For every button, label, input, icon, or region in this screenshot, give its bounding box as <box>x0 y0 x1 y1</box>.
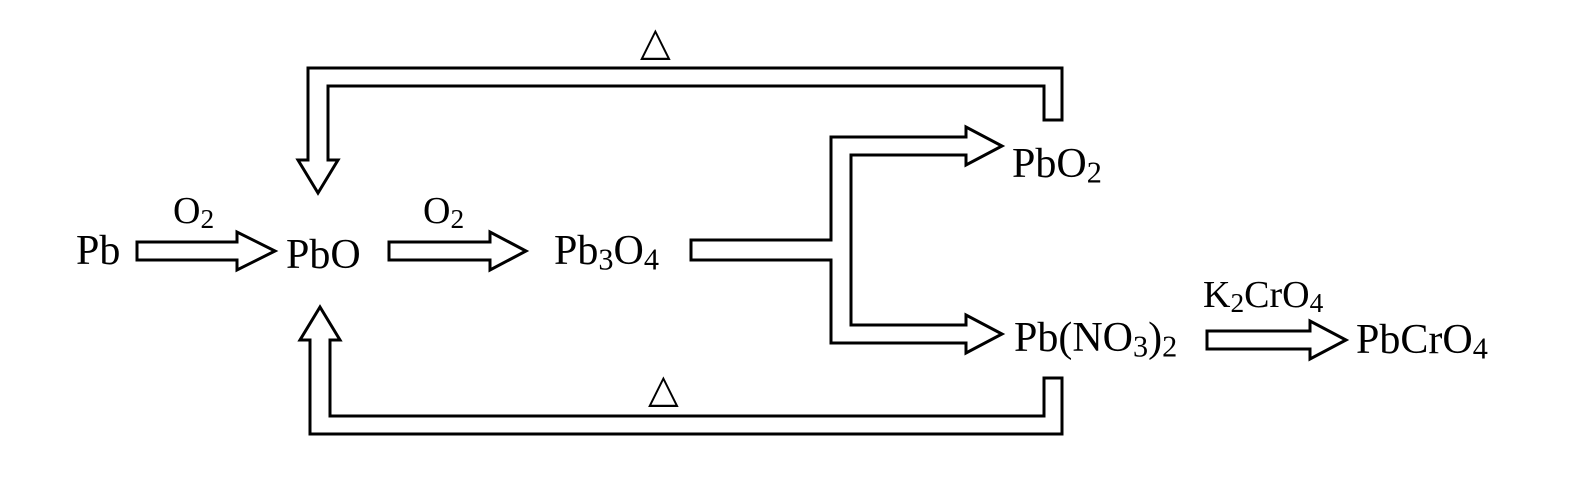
species-pb-no3-2: Pb(NO3)2 <box>1014 315 1178 364</box>
species-pb3o4: Pb3O4 <box>554 228 659 277</box>
condition-o2-first: O2 <box>173 190 215 234</box>
species-pbcro4: PbCrO4 <box>1356 317 1488 366</box>
heat-triangle-bottom-icon: △ <box>648 366 679 412</box>
species-pbo2: PbO2 <box>1012 141 1102 190</box>
arrow-pbo2-to-pbo-heat <box>295 66 1064 196</box>
arrow-pb-to-pbo <box>135 229 279 273</box>
heat-triangle-top-icon: △ <box>640 19 671 65</box>
arrow-pbo-to-pb3o4 <box>387 229 530 273</box>
species-pb: Pb <box>76 228 121 274</box>
species-pbo: PbO <box>286 232 361 278</box>
condition-o2-second: O2 <box>423 190 465 234</box>
arrow-pbno32-to-pbcro4 <box>1205 318 1350 362</box>
arrow-pbno32-to-pbo-heat <box>297 304 1064 436</box>
condition-k2cro4: K2CrO4 <box>1203 274 1324 318</box>
arrow-pb3o4-branch <box>689 124 1006 356</box>
